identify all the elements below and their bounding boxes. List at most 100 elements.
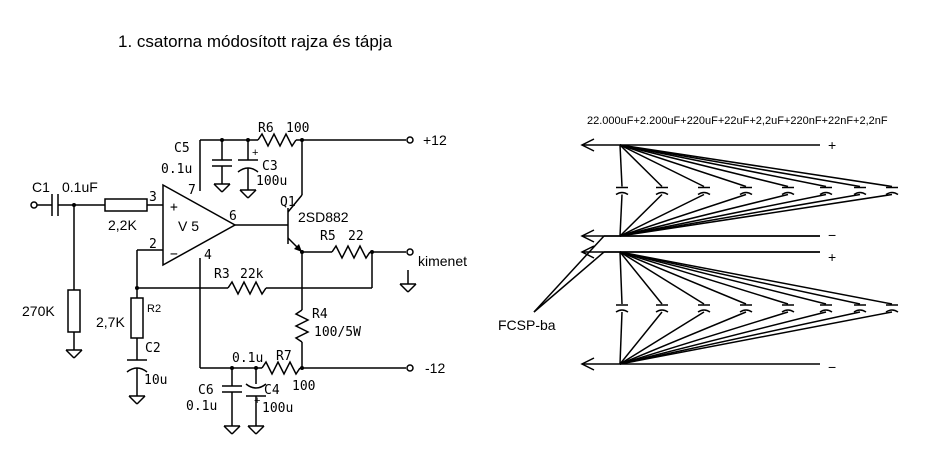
- r3-name: R3: [214, 267, 230, 282]
- c6-name: C6: [198, 383, 214, 398]
- opamp-pin7: 7: [188, 183, 196, 198]
- ground-symbol: [128, 395, 146, 405]
- psu-capacitor-plate: [781, 309, 795, 313]
- r6-value: 100: [286, 121, 309, 136]
- rail-arrow-icon: [580, 245, 595, 259]
- psu-wire: [619, 193, 893, 237]
- ground-symbol: [239, 189, 257, 199]
- r5-value: 22: [348, 229, 364, 244]
- c3-name: C3: [262, 159, 278, 174]
- rail-arrow-icon: [580, 138, 595, 152]
- r2-name: R2: [147, 303, 161, 315]
- r4-value: 100/5W: [314, 325, 361, 340]
- page-title: 1. csatorna módosított rajza és tápja: [118, 32, 393, 51]
- power-supply-block: [580, 138, 899, 371]
- psu-plus-1: +: [828, 137, 836, 153]
- ground-symbol: [247, 425, 265, 435]
- psu-capacitor-plate: [655, 309, 669, 313]
- psu-capacitor-plate: [819, 309, 833, 313]
- r5-name: R5: [320, 229, 336, 244]
- capacitor-c1: [51, 194, 59, 216]
- r7-value: 100: [292, 379, 315, 394]
- psu-wire: [619, 193, 861, 237]
- psu-wire: [619, 311, 747, 365]
- psu-wire: [619, 144, 893, 188]
- ground-symbol: [399, 283, 417, 293]
- resistor-270k: [67, 289, 81, 333]
- psu-capacitor-plate: [885, 309, 899, 313]
- psu-wire: [619, 311, 623, 365]
- supply-pos-terminal: [406, 136, 414, 144]
- resistor-2-2k: [104, 198, 148, 212]
- psu-wire: [619, 251, 827, 305]
- psu-wire: [619, 251, 861, 305]
- psu-capacitor-plate: [885, 191, 899, 196]
- resistor-r7: [261, 360, 301, 376]
- ground-symbol: [213, 183, 231, 193]
- psu-capacitor-plate: [655, 191, 669, 196]
- psu-wire: [619, 194, 623, 237]
- psu-plus-2: +: [828, 249, 836, 265]
- c4-name: C4: [264, 383, 280, 398]
- opamp-name: V 5: [178, 218, 199, 234]
- psu-wire: [619, 193, 705, 237]
- output-label: kimenet: [418, 253, 467, 269]
- psu-minus-1: −: [828, 227, 836, 243]
- psu-wire: [619, 311, 893, 365]
- c1-value: 0.1uF: [62, 179, 98, 195]
- psu-wire: [619, 193, 663, 237]
- c2-name: C2: [145, 341, 161, 356]
- c2-value: 10u: [144, 373, 167, 388]
- c4-plus: +: [254, 395, 260, 407]
- cap-list-label: 22.000uF+2.200uF+220uF+22uF+2,2uF+220nF+…: [587, 115, 888, 127]
- resistor-r3: [227, 280, 267, 296]
- c3-plus: +: [252, 147, 258, 159]
- ground-symbol: [65, 349, 83, 359]
- resistor-r5: [331, 244, 371, 260]
- psu-capacitor-plate: [781, 191, 795, 196]
- psu-minus-2: −: [828, 359, 836, 375]
- resistor-r6: [257, 132, 297, 148]
- psu-capacitor-plate: [739, 309, 753, 313]
- psu-wire: [619, 144, 789, 188]
- q1-part: 2SD882: [298, 209, 349, 225]
- c4-top-value: 0.1u: [232, 351, 263, 366]
- fcsp-label: FCSP-ba: [498, 317, 556, 333]
- psu-wire: [619, 251, 747, 305]
- output-terminal: [406, 248, 414, 256]
- psu-capacitor-plate: [697, 309, 711, 313]
- psu-capacitor-plate: [853, 191, 867, 196]
- c1-name: C1: [32, 179, 50, 195]
- rail-arrow-icon: [580, 357, 595, 371]
- psu-wire: [619, 251, 705, 305]
- psu-capacitor-plate: [853, 309, 867, 313]
- opamp-pin6: 6: [229, 209, 237, 224]
- psu-wire: [619, 144, 663, 188]
- c5-name: C5: [174, 141, 190, 156]
- c3-value: 100u: [256, 174, 287, 189]
- psu-wire: [619, 251, 789, 305]
- psu-capacitor-plate: [615, 309, 629, 313]
- q1-name: Q1: [280, 195, 296, 210]
- psu-wire: [619, 144, 623, 187]
- opamp-pin2: 2: [149, 237, 157, 252]
- opamp-v5: [162, 183, 237, 267]
- r-in-value: 2,2K: [108, 217, 137, 233]
- opamp-plus: +: [170, 200, 178, 215]
- psu-wire: [619, 311, 705, 365]
- psu-wire: [619, 144, 861, 188]
- psu-capacitor-plate: [739, 191, 753, 196]
- supply-neg-label: -12: [425, 360, 445, 376]
- psu-wire: [619, 251, 663, 305]
- psu-capacitor-plate: [819, 191, 833, 196]
- psu-wire: [619, 311, 827, 365]
- capacitor-c6: [222, 385, 242, 393]
- psu-wire: [619, 193, 747, 237]
- psu-wire: [619, 251, 893, 305]
- supply-pos-label: +12: [423, 132, 447, 148]
- r-bias-value: 270K: [22, 303, 55, 319]
- psu-wire: [619, 251, 623, 305]
- opamp-pin4: 4: [204, 248, 212, 263]
- c6-value: 0.1u: [186, 399, 217, 414]
